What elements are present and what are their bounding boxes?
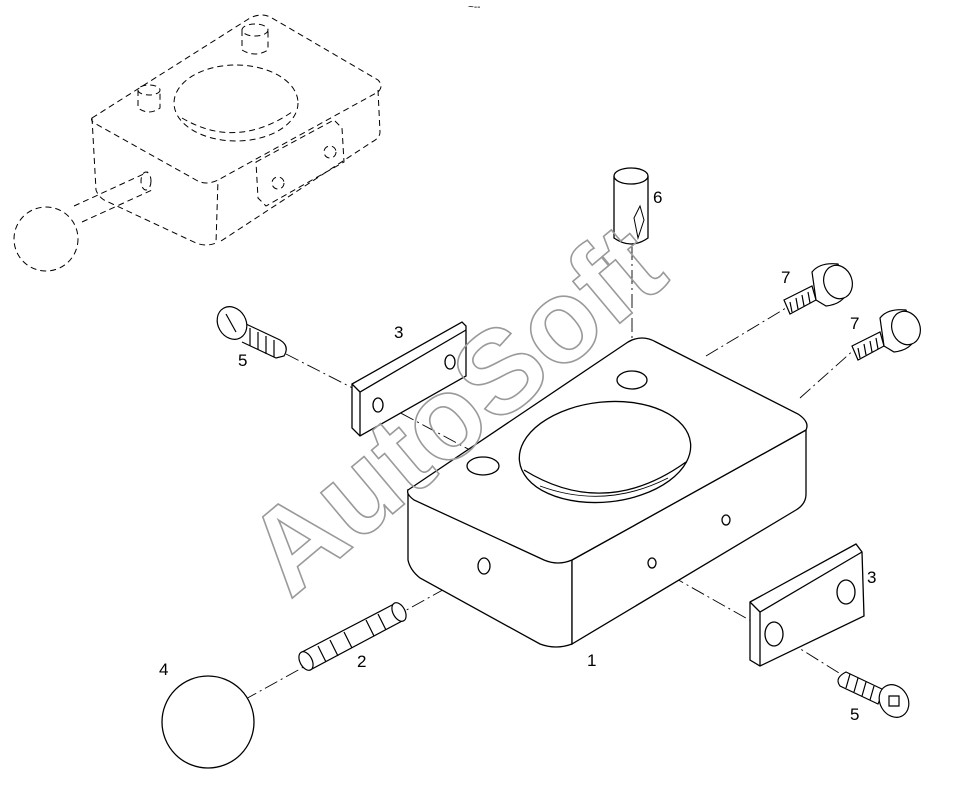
screw-right xyxy=(837,671,910,718)
callout-plate-left: 3 xyxy=(394,323,403,342)
callout-knob: 4 xyxy=(159,660,168,679)
thumb-screw-bottom xyxy=(851,309,921,361)
screw-left xyxy=(216,306,287,359)
knob-ball xyxy=(161,675,255,769)
callout-thumb-screw-top: 7 xyxy=(781,268,790,287)
callout-dowel: 6 xyxy=(653,188,662,207)
header-mark: ~-- xyxy=(468,2,481,13)
callout-labels: 1 2 3 3 4 5 5 6 7 7 xyxy=(159,188,876,724)
callout-screw-left: 5 xyxy=(238,351,247,370)
side-plate-left xyxy=(351,321,467,437)
thumb-screw-top xyxy=(783,263,853,315)
dowel-pin xyxy=(613,167,649,245)
callout-plate-right: 3 xyxy=(867,568,876,587)
base-block xyxy=(406,337,808,648)
callout-screw-right: 5 xyxy=(850,705,859,724)
side-plate-right xyxy=(749,543,865,667)
shaft-pin xyxy=(298,602,407,671)
callout-base-block: 1 xyxy=(587,651,596,670)
callout-thumb-screw-bottom: 7 xyxy=(850,314,859,333)
ghost-assembly xyxy=(13,14,382,272)
callout-pin: 2 xyxy=(357,652,366,671)
